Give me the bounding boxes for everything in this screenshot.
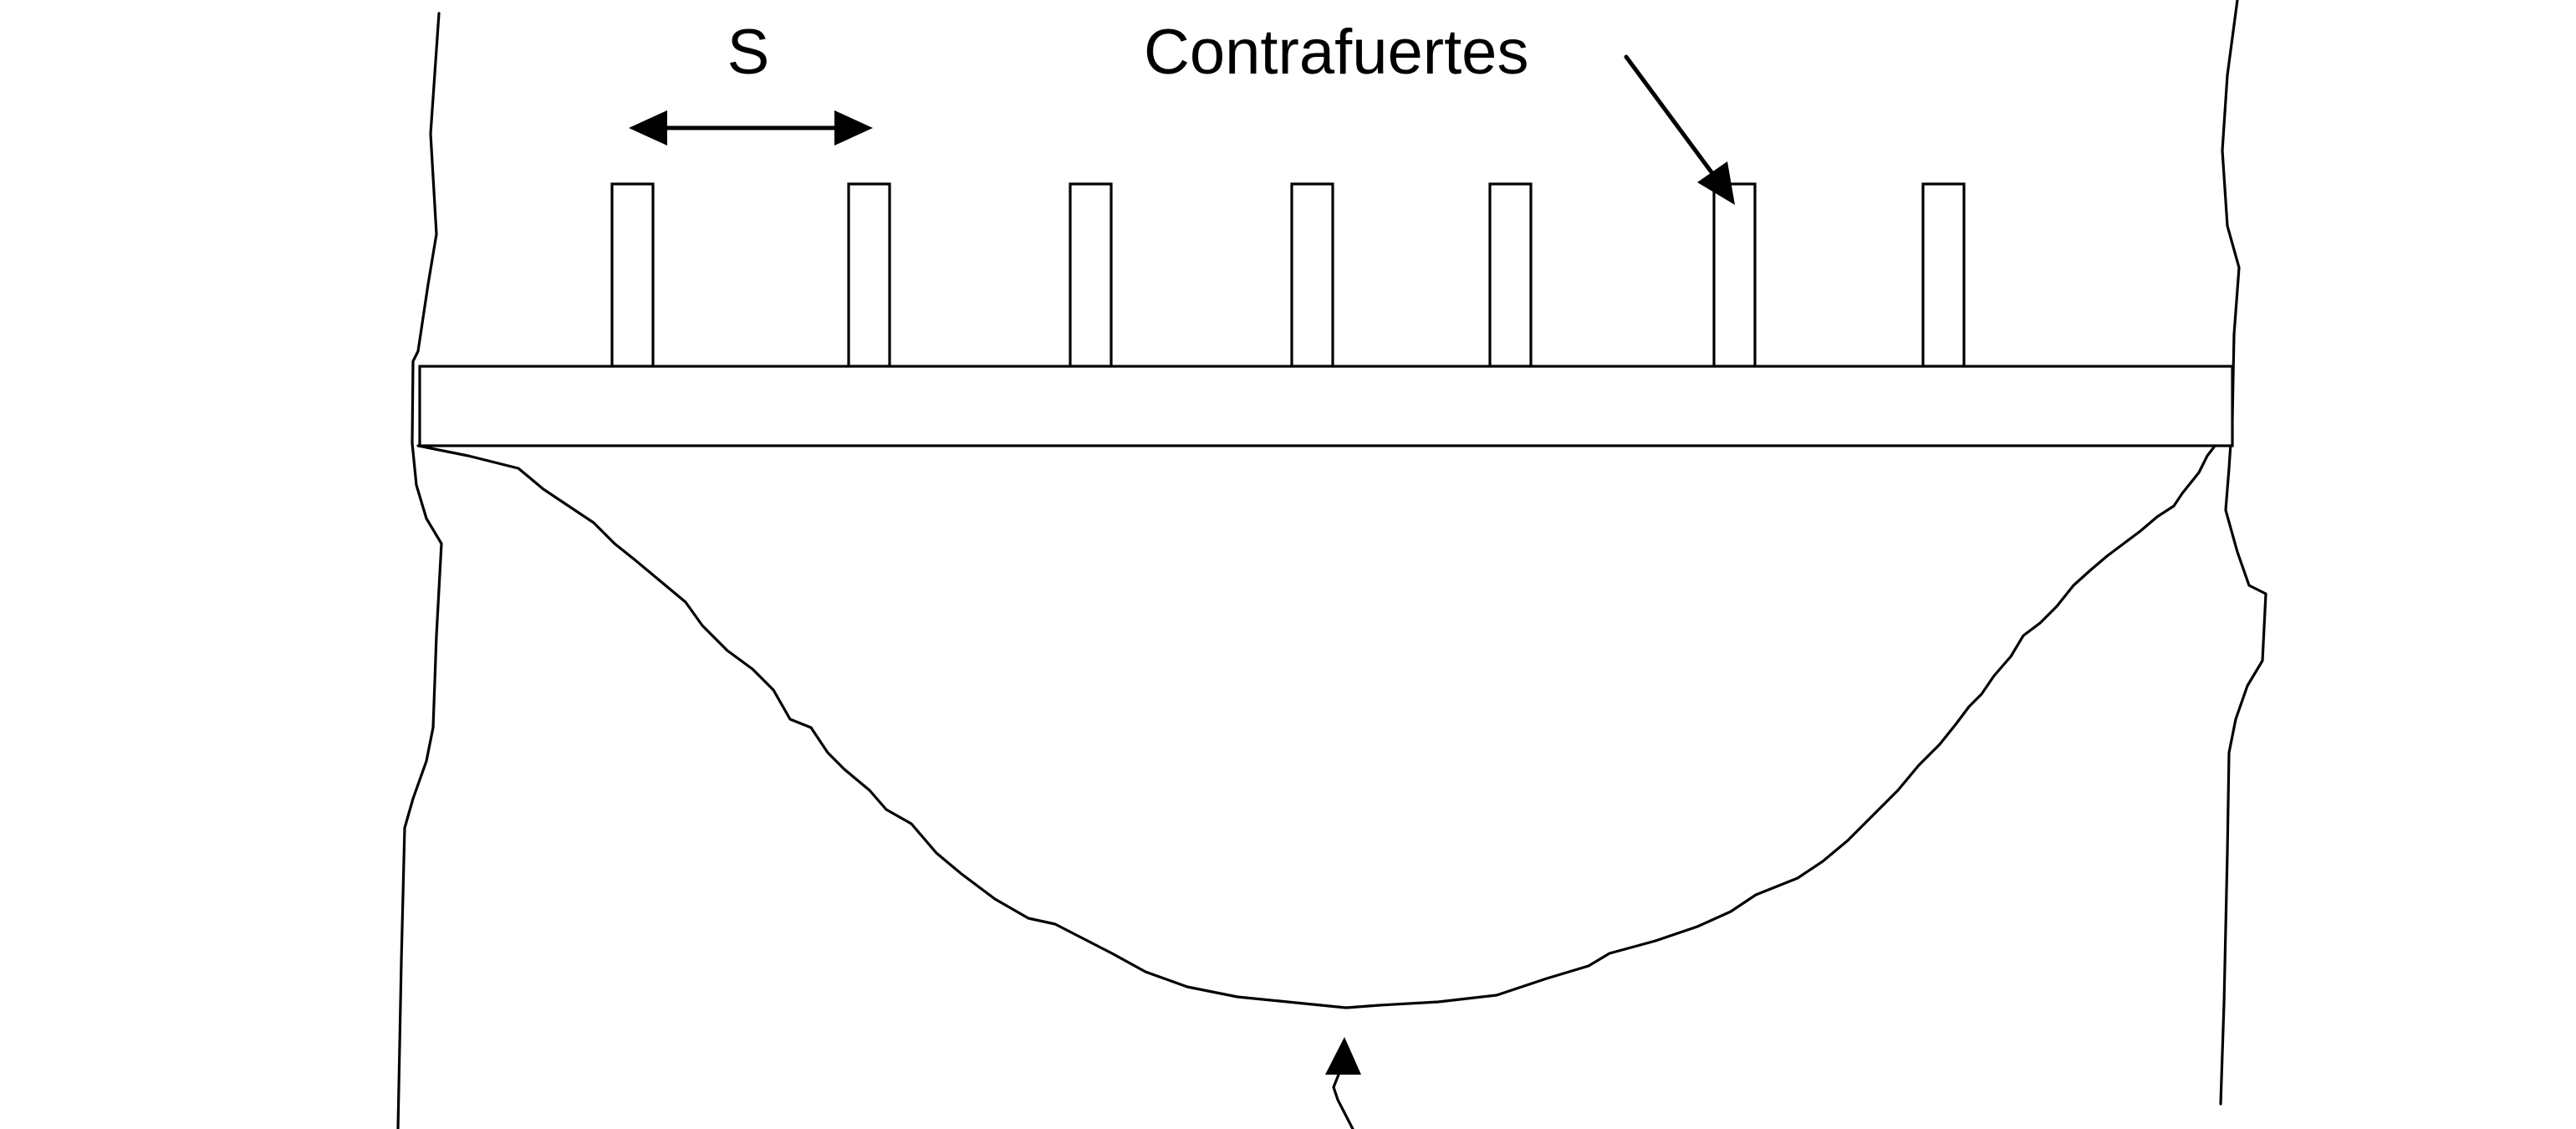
left-rock-face [396, 12, 443, 1129]
buttresses-callout-arrow [1624, 54, 1735, 205]
buttresses-label: Contrafuertes [1144, 17, 1528, 88]
spacing-label: S [727, 17, 770, 88]
cavity-pointer-arrow [1325, 1037, 1361, 1129]
buttress [610, 182, 655, 368]
buttress [847, 182, 891, 368]
buttress [1069, 182, 1113, 368]
right-rock-face [2219, 0, 2267, 1106]
spacing-arrow [629, 110, 873, 146]
cavity-profile [416, 443, 2217, 1009]
buttress [1290, 182, 1334, 368]
buttress [1488, 182, 1533, 368]
wall-slab [418, 365, 2234, 447]
buttress [1712, 182, 1757, 368]
buttress [1921, 182, 1966, 368]
